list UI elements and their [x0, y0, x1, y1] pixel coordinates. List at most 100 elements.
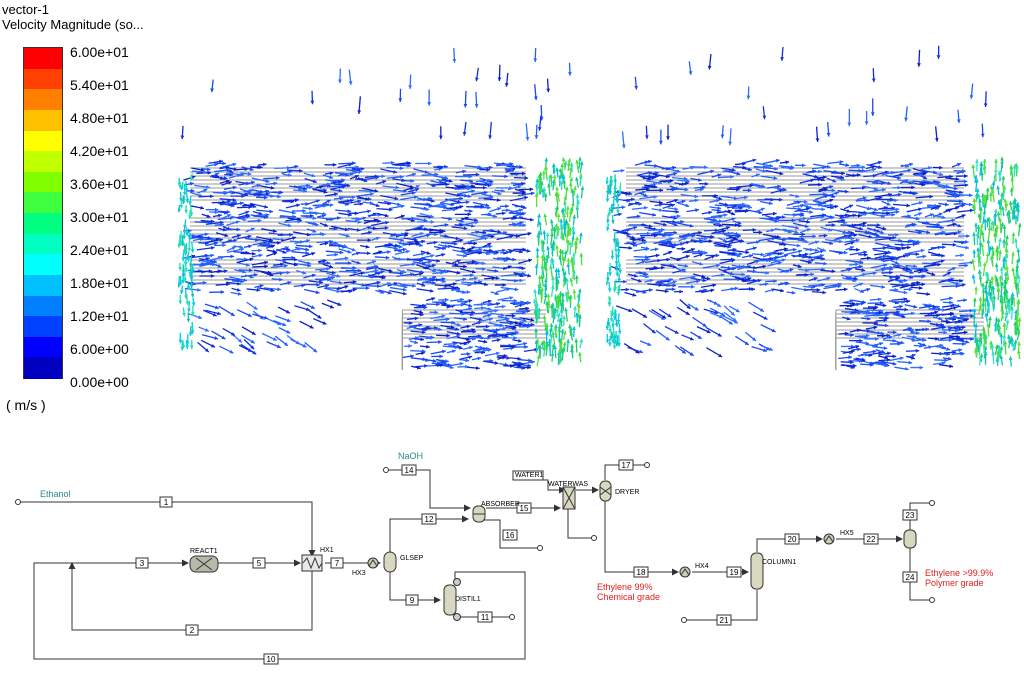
color-bar-segment: [24, 89, 62, 111]
color-bar-tick-label: 3.60e+01: [70, 176, 129, 192]
color-bar-tick-label: 5.40e+01: [70, 77, 129, 93]
stream-tag-17[interactable]: 17: [618, 459, 634, 471]
stream-line-14: [388, 469, 471, 512]
color-bar-segment: [24, 274, 62, 296]
vector-plot-right: [606, 45, 1022, 370]
stream-tag-21[interactable]: 21: [716, 614, 732, 626]
heater-hx4-icon[interactable]: [679, 566, 691, 578]
stream-tag-18[interactable]: 18: [633, 566, 649, 578]
color-bar-tick-label: 1.80e+01: [70, 275, 129, 291]
heater-hx5-icon[interactable]: [823, 533, 835, 545]
stream-tag-10[interactable]: 10: [263, 653, 279, 665]
color-bar-segment: [24, 233, 62, 255]
color-bar-segment: [24, 109, 62, 131]
svg-text:14: 14: [405, 466, 414, 475]
block-label-absorber: ABSORBER: [481, 501, 520, 508]
color-bar-segment: [24, 336, 62, 358]
absorber-icon[interactable]: [472, 505, 486, 523]
vector-plot-left: [178, 47, 585, 370]
svg-text:24: 24: [906, 573, 915, 582]
distillation-column-icon[interactable]: [443, 578, 461, 621]
stream-tag-5[interactable]: 5: [252, 557, 266, 569]
svg-text:5: 5: [257, 559, 262, 568]
svg-text:2: 2: [190, 626, 195, 635]
stream-tag-23[interactable]: 23: [902, 509, 918, 521]
color-bar-tick-label: 4.20e+01: [70, 143, 129, 159]
stream-line-23: [909, 502, 930, 530]
svg-text:23: 23: [906, 511, 915, 520]
stream-tag-12[interactable]: 12: [421, 513, 437, 525]
svg-text:7: 7: [335, 559, 340, 568]
color-bar: [23, 47, 63, 379]
stream-line-12: [389, 515, 469, 552]
heater-hx3-icon[interactable]: [367, 557, 379, 569]
stream-tag-16[interactable]: 16: [502, 529, 518, 541]
svg-text:17: 17: [622, 461, 631, 470]
color-bar-segment: [24, 213, 62, 235]
stream-tag-24[interactable]: 24: [902, 571, 918, 583]
stream-line-water1: [540, 479, 566, 494]
product-label-ethylene999: Ethylene >99.9%: [925, 568, 993, 578]
legend-title: vector-1 Velocity Magnitude (so...: [2, 2, 144, 32]
block-label-hx1: HX1: [320, 547, 334, 554]
legend-variable: Velocity Magnitude (so...: [2, 17, 144, 32]
stream-line-18: [604, 500, 679, 576]
separator-icon[interactable]: [383, 551, 397, 573]
velocity-vectors: [178, 47, 585, 370]
svg-text:12: 12: [425, 515, 434, 524]
stream-line-wash-bottom: [567, 507, 592, 539]
color-bar-segment: [24, 68, 62, 90]
product-label-ethylene99: Ethylene 99%: [597, 582, 653, 592]
color-bar-tick-label: 6.00e+01: [70, 44, 129, 60]
color-bar-segment: [24, 316, 62, 338]
svg-text:22: 22: [867, 535, 876, 544]
process-flowsheet: 1 2 3 5 7 9 10 11 12 14 15 16 17 18 19 2…: [15, 451, 993, 665]
svg-text:9: 9: [410, 596, 415, 605]
svg-text:21: 21: [720, 616, 729, 625]
color-bar-segment: [24, 254, 62, 276]
stream-line-24: [909, 548, 930, 601]
stream-line-16: [480, 519, 538, 549]
stream-line-21: [686, 590, 758, 621]
stream-tag-20[interactable]: 20: [784, 533, 800, 545]
svg-text:18: 18: [637, 568, 646, 577]
block-label-react1: REACT1: [190, 548, 218, 555]
product-label-polymer-grade: Polymer grade: [925, 578, 984, 588]
stream-tag-1[interactable]: 1: [159, 496, 173, 508]
reactor-icon[interactable]: [189, 555, 219, 573]
column1-icon[interactable]: [750, 552, 764, 590]
stream-tag-11[interactable]: 11: [477, 611, 493, 623]
stream-tag-15[interactable]: 15: [516, 502, 532, 514]
block-label-water1: WATER1: [515, 472, 543, 479]
stream-line-10: [33, 562, 526, 660]
feed-label-naoh: NaOH: [398, 451, 423, 461]
stream-tag-9[interactable]: 9: [405, 594, 419, 606]
product-label-chemical-grade: Chemical grade: [597, 592, 660, 602]
block-label-hx5: HX5: [840, 530, 854, 537]
color-bar-segment: [24, 295, 62, 317]
stream-line-20: [756, 535, 823, 552]
color-bar-tick-label: 4.80e+01: [70, 110, 129, 126]
svg-text:11: 11: [481, 613, 490, 622]
flash-icon[interactable]: [903, 529, 917, 549]
color-bar-segment: [24, 151, 62, 173]
stream-tag-14[interactable]: 14: [401, 464, 417, 476]
color-bar-segment: [24, 357, 62, 379]
color-bar-tick-label: 2.40e+01: [70, 242, 129, 258]
block-label-distil1: DISTIL1: [455, 596, 481, 603]
color-bar-tick-label: 3.00e+01: [70, 209, 129, 225]
color-bar-segment: [24, 48, 62, 70]
stream-tag-7[interactable]: 7: [330, 557, 344, 569]
stream-tag-22[interactable]: 22: [863, 533, 879, 545]
legend-name: vector-1: [2, 2, 49, 17]
stream-tag-3[interactable]: 3: [135, 557, 149, 569]
dryer-icon[interactable]: [599, 480, 612, 502]
stream-tag-19[interactable]: 19: [726, 566, 742, 578]
block-label-waterwas: WATERWAS: [548, 481, 588, 488]
heat-exchanger-icon[interactable]: [301, 554, 323, 572]
block-label-column1: COLUMN1: [762, 559, 796, 566]
svg-text:19: 19: [730, 568, 739, 577]
stream-tag-2[interactable]: 2: [185, 624, 199, 636]
block-label-glsep: GLSEP: [400, 555, 424, 562]
water-wash-icon[interactable]: [562, 486, 576, 510]
